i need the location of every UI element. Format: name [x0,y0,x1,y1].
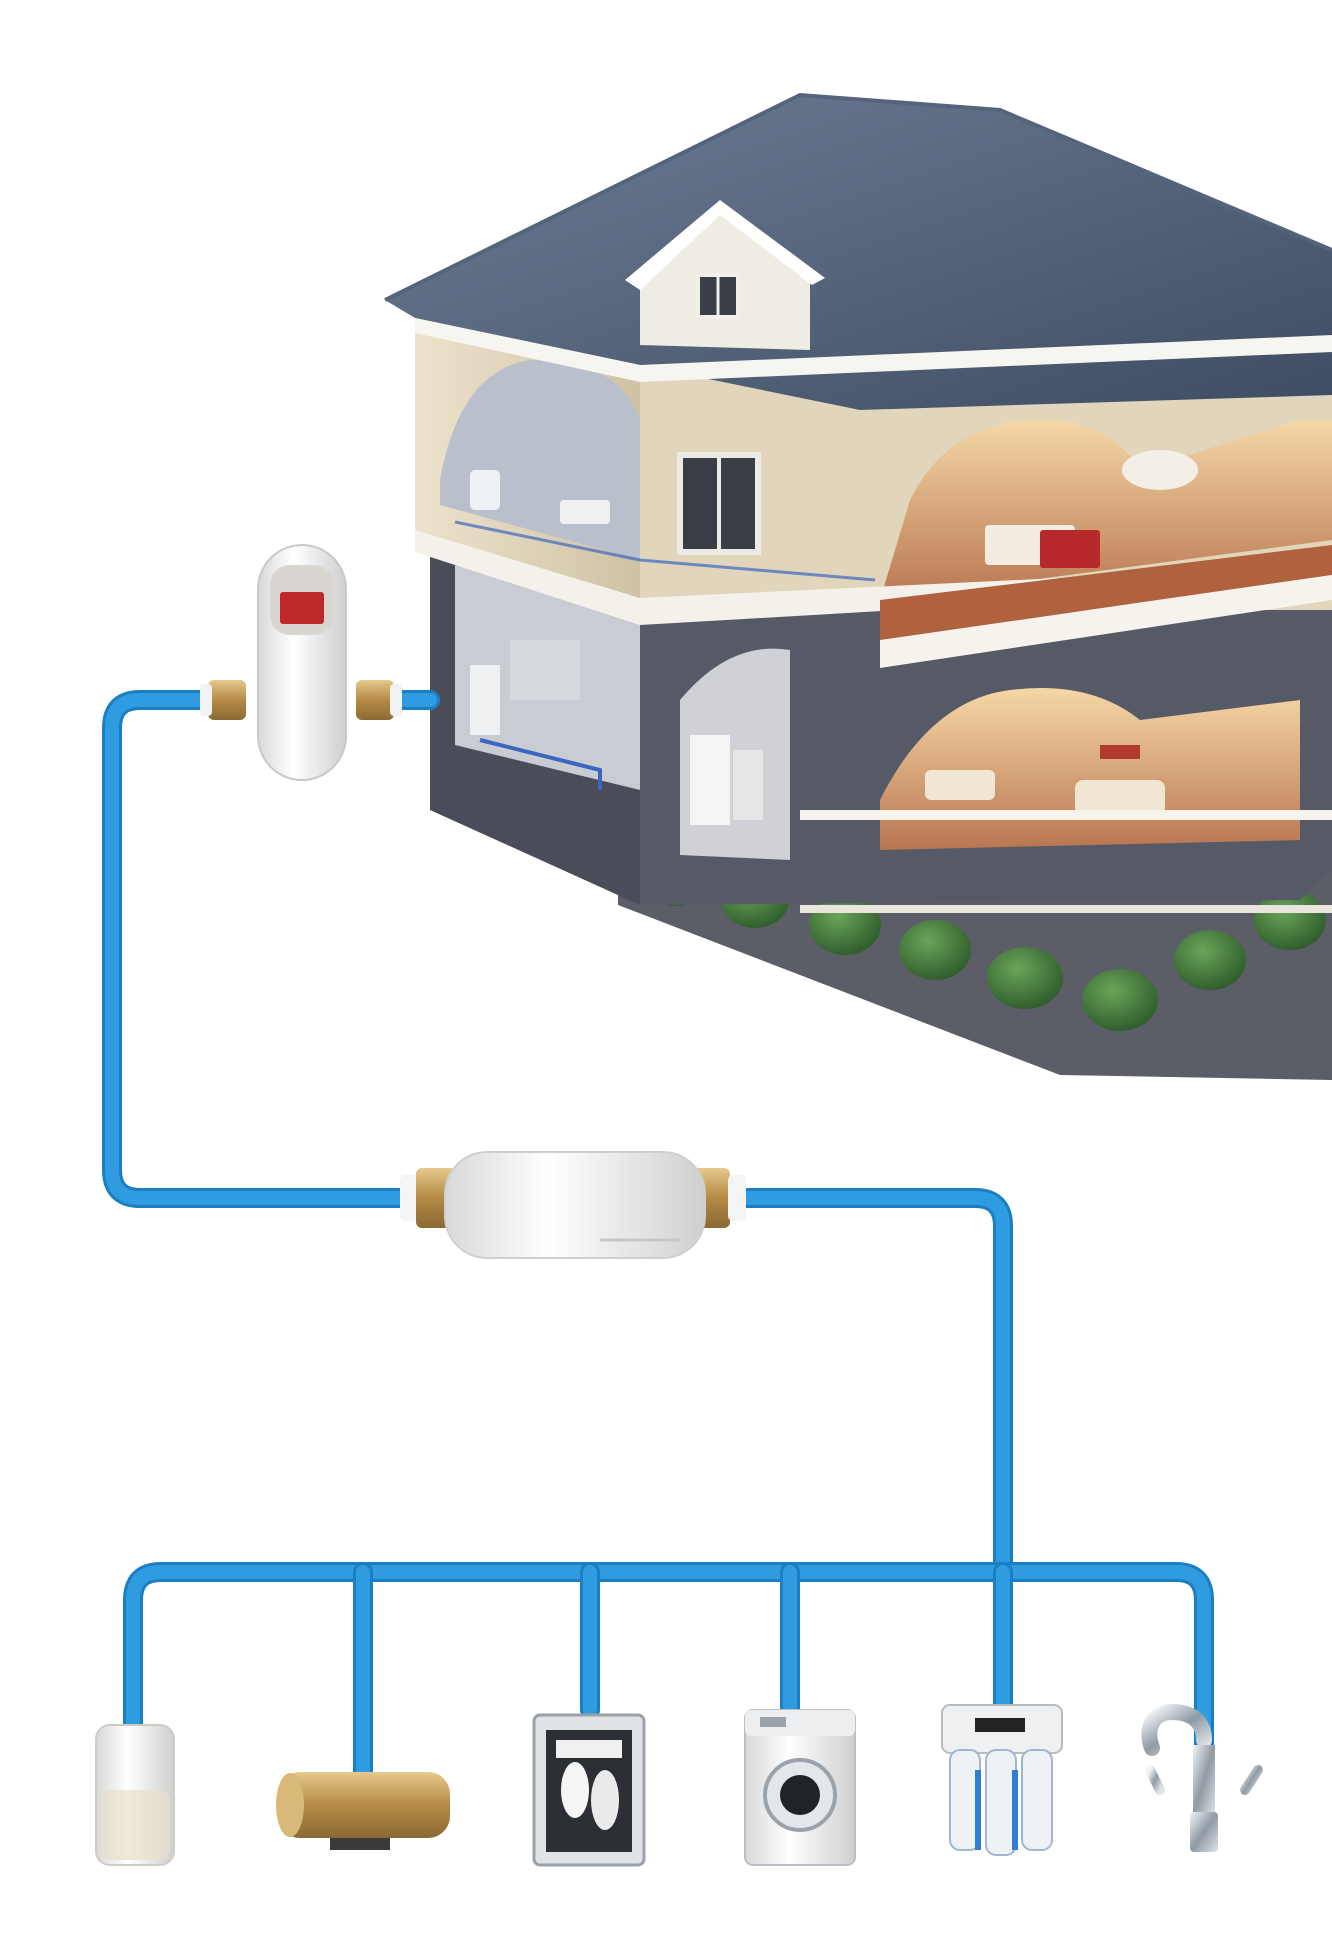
house-ground [618,870,1332,1080]
house-roof [385,95,1332,410]
roof-dormer [625,200,825,350]
upper-floor-deck [880,545,1332,640]
dishwasher-icon [532,1713,646,1867]
pre-filter-icon [200,544,402,781]
distribution-riser-pipe [708,1188,1013,1578]
internal-pipe [454,520,876,582]
faucet-icon [1141,1703,1263,1852]
small-filter-icon [95,1724,175,1866]
house-illustration [384,92,1332,1080]
roof-eave-trim [415,318,1332,382]
pipe-network [102,690,1214,1785]
ground-floor-living-room [880,688,1300,850]
floor-slab [415,530,1332,625]
main-supply-pipe [102,690,440,1208]
branch-drops [353,1562,1013,1785]
inline-filter-icon [400,1151,746,1259]
water-heater-icon [276,1772,450,1850]
washing-machine-icon [744,1709,856,1866]
balcony-railing [800,810,1332,913]
ro-purifier-icon [941,1704,1063,1856]
